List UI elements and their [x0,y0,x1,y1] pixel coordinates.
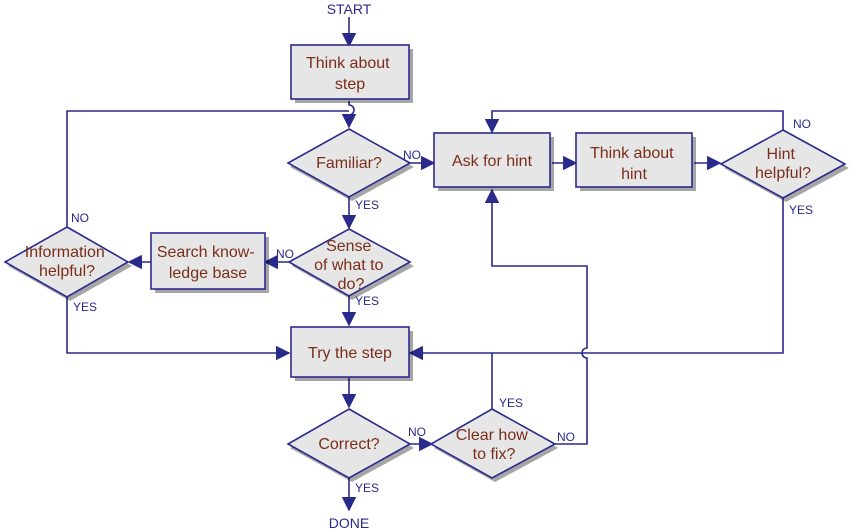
edge-info-no-loop [66,110,349,227]
node-text-line: Information [25,244,105,261]
edge-label-hint-no: NO [793,117,811,131]
edge-label-clear-yes: YES [499,396,523,410]
svg-text:Hint helpful?: Hint helpful? [755,146,811,182]
node-text: Familiar? [316,155,382,172]
edge-label-correct-no: NO [408,425,426,439]
node-information-helpful-decision: Information helpful? [3,226,132,301]
node-correct-decision: Correct? [286,408,414,482]
node-try-the-step: Try the step [290,326,413,381]
node-text-line: Search know- [157,244,255,261]
node-text: Try the step [308,345,392,362]
node-text-line: helpful? [755,165,811,182]
svg-text:Information helpful?: Information helpful? [25,244,110,280]
start-label: START [327,1,372,17]
edge-label-sense-yes: YES [355,294,379,308]
node-ask-for-hint: Ask for hint [433,132,554,191]
node-text-line: Think about [590,145,674,162]
node-text-line: to fix? [473,446,516,463]
edge-label-info-no: NO [71,211,89,225]
edge-label-correct-yes: YES [355,481,379,495]
edge-label-clear-no: NO [557,430,575,444]
edge-info-yes-try [66,297,291,361]
edge-hint-yes-try [408,197,784,361]
node-search-knowledge-base: Search know- ledge base [150,232,269,293]
svg-text:Think about hint: Think about hint [590,145,678,183]
edge-think-familiar [341,101,357,129]
svg-text:Clear how to fix?: Clear how to fix? [456,427,532,463]
node-think-about-step: Think about step [290,44,413,103]
node-text: Ask for hint [452,153,533,170]
edge-clear-no-ask [484,188,588,445]
node-text-line: ledge base [169,265,247,282]
edge-label-sense-no: NO [276,247,294,261]
node-text-line: Clear how [456,427,528,444]
node-text-line: of what to [314,257,383,274]
node-text: Correct? [318,436,379,453]
node-text-line: helpful? [39,263,95,280]
edge-label-familiar-yes: YES [355,198,379,212]
node-text-line: Sense [326,238,371,255]
connectors [66,17,784,512]
svg-text:Think about step: Think about step [306,55,394,93]
svg-text:Search know- ledge base: Search know- ledge base [157,244,259,282]
edge-label-info-yes: YES [73,300,97,314]
node-text-line: do? [338,276,365,293]
edge-label-hint-yes: YES [789,203,813,217]
svg-text:Sense of what to d: Sense of what to do? [314,238,388,293]
node-sense-decision: Sense of what to do? [287,228,414,300]
node-text-line: Think about [306,55,390,72]
edge-label-familiar-no: NO [403,148,421,162]
node-text-line: hint [621,166,647,183]
edge-hint-no-loop [484,110,784,134]
node-text-line: step [335,76,365,93]
node-familiar-decision: Familiar? [286,128,414,201]
node-clear-how-to-fix-decision: Clear how to fix? [429,408,558,482]
node-think-about-hint: Think about hint [575,132,696,191]
node-text-line: Hint [767,146,796,163]
node-hint-helpful-decision: Hint helpful? [719,129,849,202]
done-label: DONE [329,515,369,531]
